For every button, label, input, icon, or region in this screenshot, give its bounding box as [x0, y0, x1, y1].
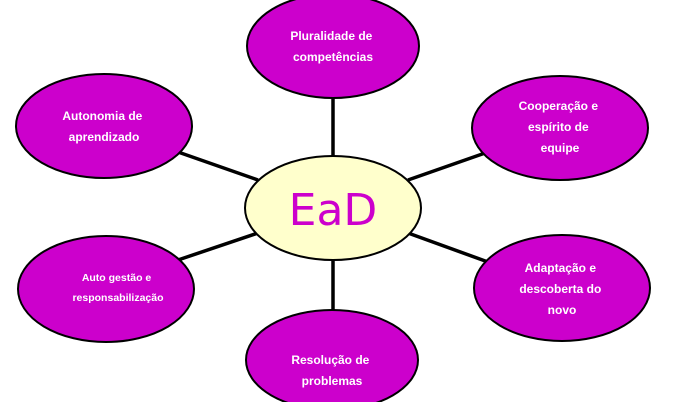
node-label-line: espírito de — [528, 120, 589, 134]
node-label-line: Resolução de — [291, 353, 369, 367]
node-label-line: Cooperação e — [519, 99, 599, 113]
node-label-line: aprendizado — [69, 130, 140, 144]
node-center: EaD — [244, 155, 422, 261]
svg-text:Resolução de problemas: Resolução de problemas — [291, 353, 372, 388]
svg-text:Autonomia de aprendizado: Autonomia de aprendizado — [62, 109, 145, 144]
node-label-line: novo — [548, 303, 577, 317]
node-label-line: Pluralidade de — [290, 29, 372, 43]
node-label-line: descoberta do — [519, 282, 601, 296]
connector-top-right — [407, 150, 489, 182]
node-label-line: problemas — [302, 374, 363, 388]
connector-bottom-left — [177, 231, 259, 262]
connectors — [177, 98, 489, 312]
node-top: Pluralidade de competências — [246, 0, 420, 99]
node-top-left: Autonomia de aprendizado — [15, 73, 193, 179]
node-bottom: Resolução de problemas — [245, 309, 419, 402]
node-label-line: Adaptação e — [525, 261, 597, 275]
svg-text:Auto gestão e responsabi: Auto gestão e responsabilização — [72, 272, 163, 304]
center-label: EaD — [289, 185, 378, 236]
svg-text:Cooperação e espírito de: Cooperação e espírito de equipe — [519, 99, 602, 155]
node-label-line: equipe — [541, 141, 580, 155]
node-label-line: Autonomia de — [62, 109, 142, 123]
node-top-right: Cooperação e espírito de equipe — [471, 75, 649, 181]
svg-text:Pluralidade de competênc: Pluralidade de competências — [290, 29, 375, 64]
node-label-line: Auto gestão e — [82, 272, 152, 284]
node-bottom-right: Adaptação e descoberta do novo — [473, 234, 651, 342]
node-bottom-left: Auto gestão e responsabilização — [17, 235, 195, 343]
connector-bottom-right — [407, 231, 489, 264]
node-label-line: responsabilização — [72, 292, 163, 304]
svg-text:Adaptação e descoberta d: Adaptação e descoberta do novo — [519, 261, 604, 317]
connector-top-left — [177, 150, 259, 182]
node-label-line: competências — [293, 50, 373, 64]
